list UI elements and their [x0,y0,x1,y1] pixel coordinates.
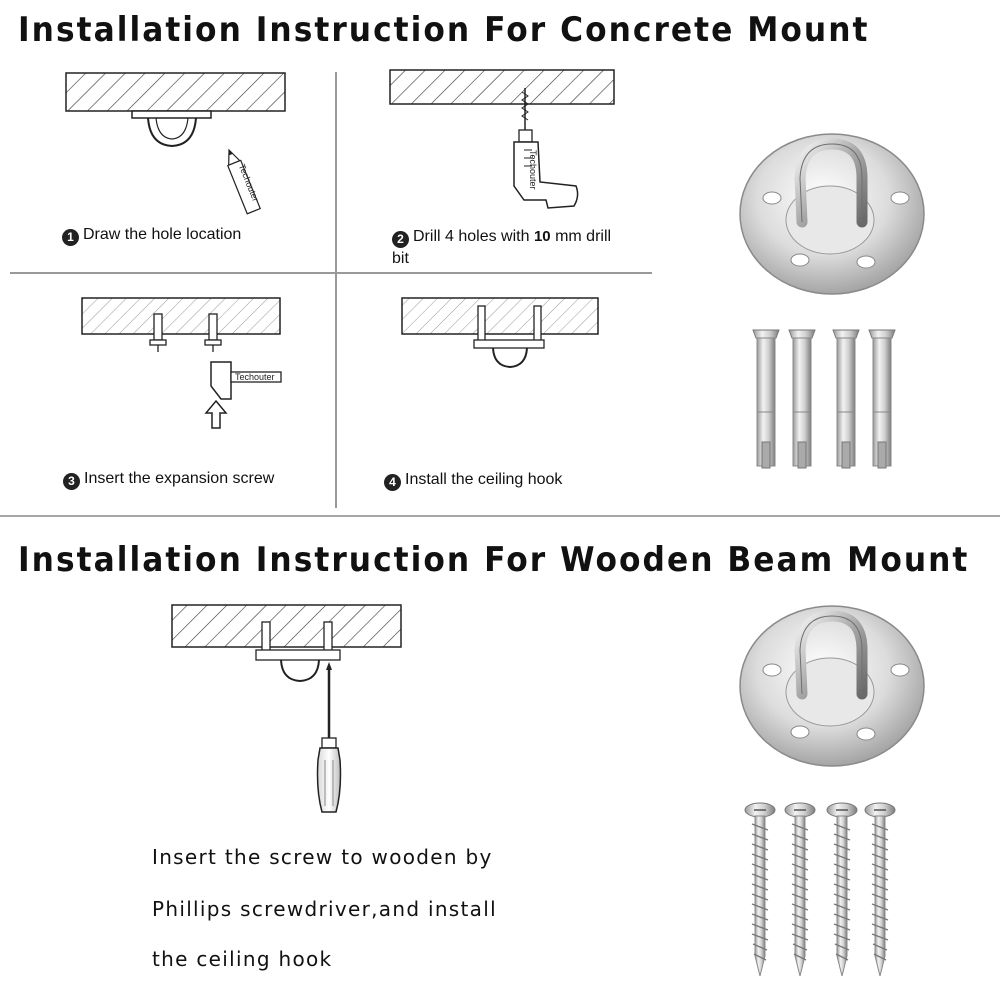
concrete-mount-title: Installation Instruction For Concrete Mo… [18,10,870,50]
wooden-mount-title: Installation Instruction For Wooden Beam… [18,540,969,580]
step3-number: 3 [63,473,80,490]
wood-screw [785,803,815,976]
step1-number: 1 [62,229,79,246]
hammer-icon: Techouter [211,362,281,399]
step4-illustration [402,298,598,367]
wood-screw [827,803,857,976]
expansion-screw [833,330,859,468]
step1-text: Draw the hole location [83,226,241,243]
wood-screw [745,803,775,976]
ceiling-hook-plate [740,606,924,766]
step4-text: Install the ceiling hook [405,471,562,488]
up-arrow-icon [206,401,226,428]
wood-screw-set [745,803,895,976]
step3-text: Insert the expansion screw [84,470,274,487]
drill-brand-label: Techouter [528,150,538,190]
wooden-instruction-line2: Phillips screwdriver,and install [152,897,497,921]
screwdriver-icon [318,662,341,812]
expansion-screw [869,330,895,468]
step2-drill-size: 10 [534,228,551,245]
step3-illustration: Techouter [82,298,281,428]
hammer-brand-label: Techouter [235,372,275,382]
step2-text-line2: bit [392,250,409,267]
wood-screw [865,803,895,976]
step2-text-after: mm drill [551,228,611,245]
step4-number: 4 [384,474,401,491]
wooden-illustration [172,605,401,812]
wooden-instruction-line3: the ceiling hook [152,947,332,971]
expansion-screw [789,330,815,468]
wooden-instruction-line1: Insert the screw to wooden by [152,845,493,869]
pencil-icon: Techouter [223,146,264,214]
step2-illustration: Techouter [390,70,614,208]
drill-icon: Techouter [514,130,578,208]
ceiling-hook-plate [740,134,924,294]
expansion-screw [753,330,779,468]
step2-text-before: Drill 4 holes with [413,228,534,245]
step2-number: 2 [392,231,409,248]
step1-illustration: Techouter [66,73,285,214]
expansion-screw-set [753,330,895,468]
